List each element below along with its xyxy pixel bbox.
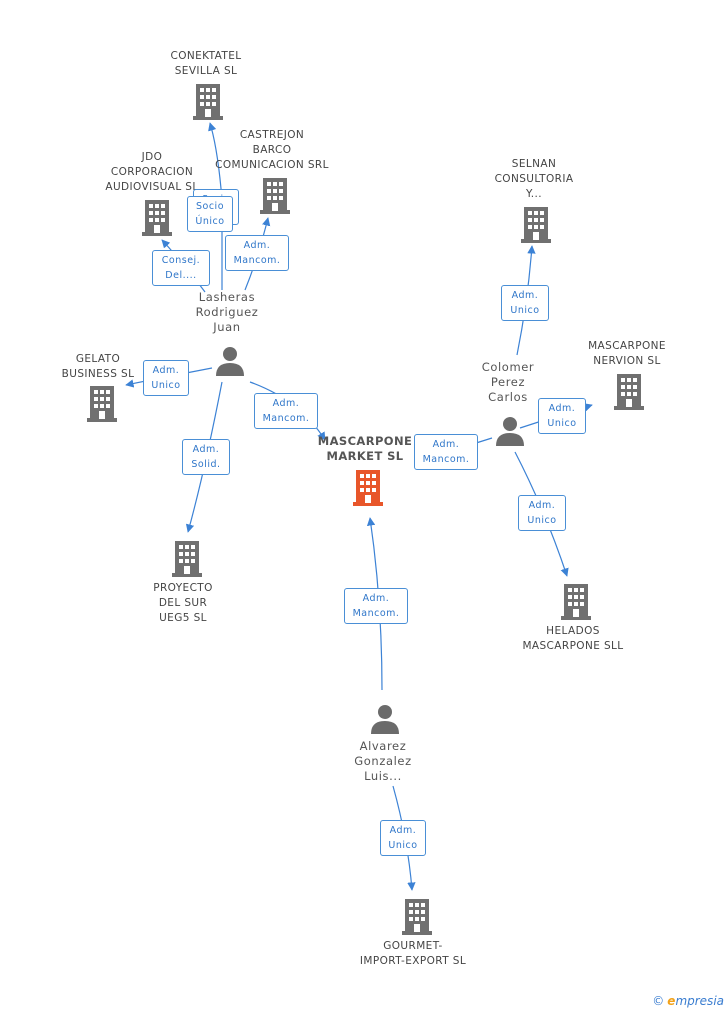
person-lasheras-label[interactable]: Lasheras Rodriguez Juan (195, 290, 259, 334)
person-colomer-label[interactable]: Colomer Perez Carlos (481, 360, 535, 404)
person-icon[interactable] (215, 346, 245, 376)
relation-adm-unico-gelato[interactable]: Adm. Unico (143, 360, 189, 396)
relation-adm-mancom-lasheras-market[interactable]: Adm. Mancom. (254, 393, 318, 429)
person-alvarez-label[interactable]: Alvarez Gonzalez Luis... (354, 739, 412, 783)
company-castrejon-label[interactable]: CASTREJON BARCO COMUNICACION SRL (215, 129, 329, 171)
relation-adm-mancom-alvarez-market[interactable]: Adm. Mancom. (344, 588, 408, 624)
company-proyecto-label[interactable]: PROYECTO DEL SUR UEG5 SL (153, 582, 213, 624)
company-gelato-label[interactable]: GELATO BUSINESS SL (61, 353, 135, 380)
brand-e: e (667, 994, 676, 1008)
relation-adm-mancom-colomer-market[interactable]: Adm. Mancom. (414, 434, 478, 470)
building-icon[interactable] (402, 899, 432, 935)
company-mascarpone-nervion-label[interactable]: MASCARPONE NERVION SL (588, 340, 666, 367)
person-icon[interactable] (370, 704, 400, 734)
building-icon[interactable] (353, 470, 383, 506)
company-conektatel-label[interactable]: CONEKTATEL SEVILLA SL (170, 50, 242, 77)
relation-adm-unico-selnan[interactable]: Adm. Unico (501, 285, 549, 321)
company-jdo-label[interactable]: JDO CORPORACION AUDIOVISUAL SL (105, 151, 199, 193)
relation-adm-unico-nervion[interactable]: Adm. Unico (538, 398, 586, 434)
relation-adm-unico-gourmet[interactable]: Adm. Unico (380, 820, 426, 856)
building-icon[interactable] (193, 84, 223, 120)
relation-socio-unico-front[interactable]: Socio Único (187, 196, 233, 232)
building-icon[interactable] (614, 374, 644, 410)
building-icon[interactable] (561, 584, 591, 620)
building-icon[interactable] (260, 178, 290, 214)
relation-consej[interactable]: Consej. Del.... (152, 250, 210, 286)
brand-footer[interactable]: ©empresia (652, 994, 724, 1008)
person-icon[interactable] (495, 416, 525, 446)
building-icon[interactable] (521, 207, 551, 243)
company-mascarpone-market-label[interactable]: MASCARPONE MARKET SL (317, 434, 413, 463)
building-icon[interactable] (172, 541, 202, 577)
copyright-icon: © (652, 994, 665, 1008)
building-icon[interactable] (87, 386, 117, 422)
brand-name: mpresia (675, 994, 724, 1008)
relation-adm-solid[interactable]: Adm. Solid. (182, 439, 230, 475)
company-selnan-label[interactable]: SELNAN CONSULTORIA Y... (494, 158, 574, 200)
company-helados-label[interactable]: HELADOS MASCARPONE SLL (522, 625, 624, 652)
company-gourmet-label[interactable]: GOURMET- IMPORT-EXPORT SL (359, 940, 467, 967)
relation-adm-unico-helados[interactable]: Adm. Unico (518, 495, 566, 531)
building-icon[interactable] (142, 200, 172, 236)
relation-adm-mancom-castrejon[interactable]: Adm. Mancom. (225, 235, 289, 271)
